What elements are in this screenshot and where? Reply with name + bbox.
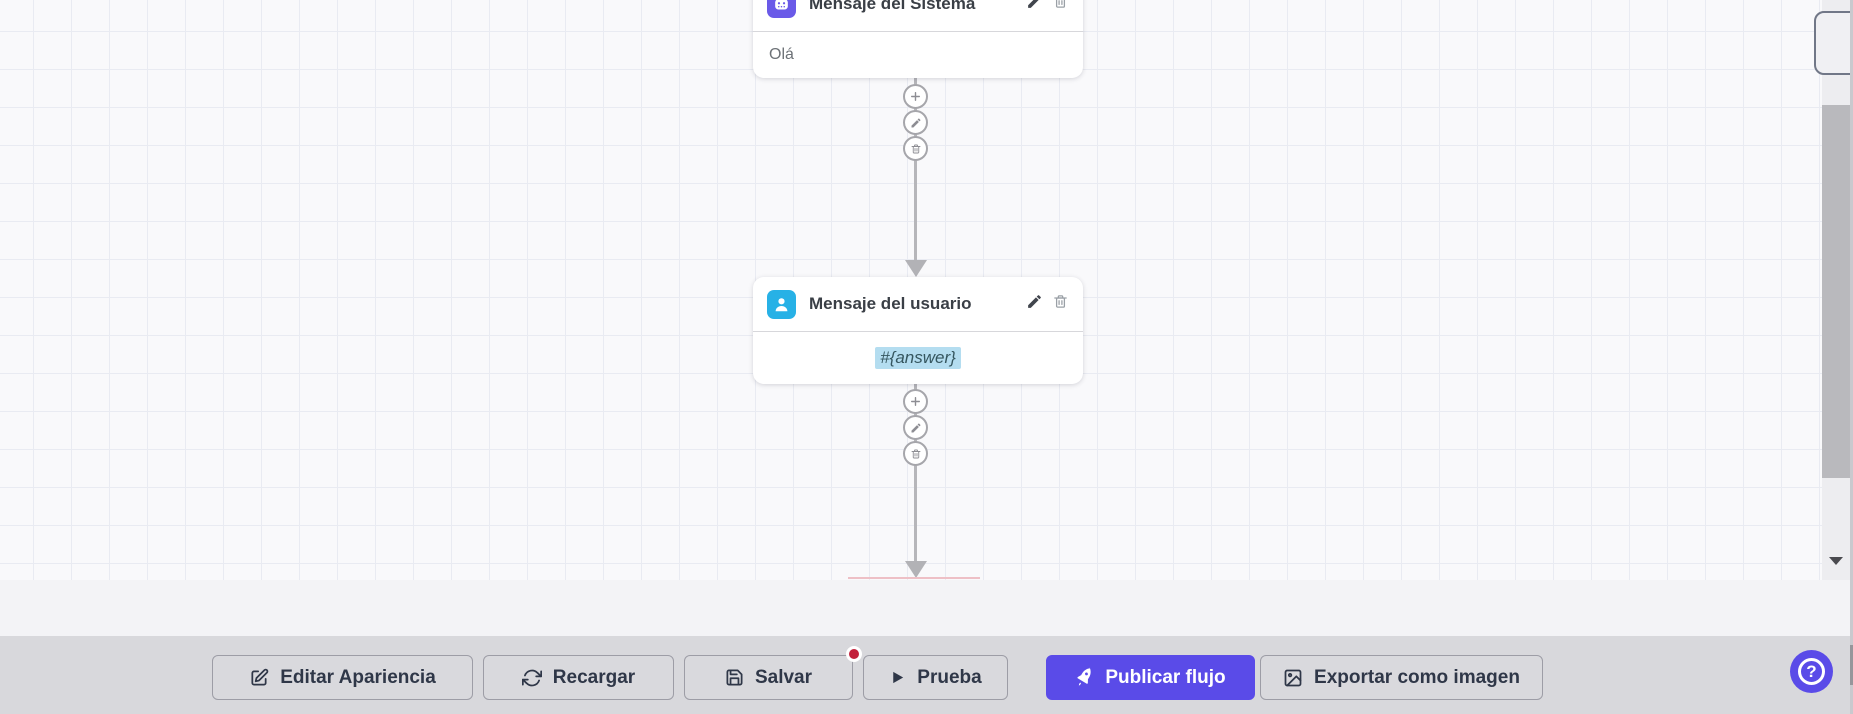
window-scrollbar-track[interactable] bbox=[1850, 0, 1853, 714]
delete-card-button[interactable] bbox=[1052, 0, 1069, 15]
window-scrollbar-thumb[interactable] bbox=[1850, 645, 1853, 685]
trash-icon bbox=[911, 144, 920, 153]
add-node-button[interactable] bbox=[903, 389, 928, 414]
refresh-icon bbox=[521, 669, 542, 686]
canvas-footer-strip bbox=[0, 580, 1853, 636]
edit-square-icon bbox=[251, 668, 269, 686]
test-button[interactable]: Prueba bbox=[863, 655, 1008, 700]
node-title: Mensaje del usuario bbox=[809, 294, 972, 313]
next-node-placeholder bbox=[848, 577, 980, 579]
button-label: Salvar bbox=[754, 666, 813, 688]
pencil-icon bbox=[911, 422, 921, 432]
edit-card-button[interactable] bbox=[1026, 0, 1043, 15]
minimap-box bbox=[1814, 11, 1853, 75]
publish-flow-button[interactable]: Publicar flujo bbox=[1046, 655, 1255, 700]
reload-button[interactable]: Recargar bbox=[483, 655, 674, 700]
rocket-icon bbox=[1077, 667, 1091, 687]
node-title: Mensaje del Sistema bbox=[809, 0, 976, 13]
trash-icon bbox=[1055, 0, 1066, 8]
pencil-icon bbox=[1028, 295, 1041, 308]
question-mark-icon: ? bbox=[1798, 658, 1825, 685]
connector-line bbox=[914, 384, 917, 562]
node-body: #{answer} bbox=[753, 332, 1083, 383]
node-header: Mensaje del Sistema bbox=[753, 0, 1083, 32]
robot-icon bbox=[767, 0, 796, 18]
button-label: Editar Apariencia bbox=[280, 666, 436, 688]
edit-node-button[interactable] bbox=[903, 415, 928, 440]
trash-icon bbox=[911, 449, 920, 458]
plus-icon bbox=[911, 92, 920, 101]
play-icon bbox=[893, 671, 904, 684]
connector-arrowhead-icon bbox=[905, 260, 927, 277]
user-icon bbox=[767, 289, 796, 319]
edit-node-button[interactable] bbox=[903, 110, 928, 135]
node-card-system-message[interactable]: Mensaje del Sistema Olá bbox=[753, 0, 1083, 78]
add-node-button[interactable] bbox=[903, 84, 928, 109]
node-card-user-message[interactable]: Mensaje del usuario #{answer} bbox=[753, 277, 1083, 384]
delete-node-button[interactable] bbox=[903, 136, 928, 161]
button-label: Publicar flujo bbox=[1105, 666, 1226, 688]
button-label: Recargar bbox=[552, 666, 636, 688]
flow-canvas[interactable]: Mensaje del Sistema Olá Mensaje del usua… bbox=[0, 0, 1822, 580]
scroll-down-arrow-icon[interactable] bbox=[1829, 557, 1843, 565]
trash-icon bbox=[1054, 295, 1067, 308]
pencil-icon bbox=[911, 117, 921, 127]
image-icon bbox=[1284, 669, 1302, 686]
export-image-button[interactable]: Exportar como imagen bbox=[1260, 655, 1543, 700]
edit-card-button[interactable] bbox=[1026, 293, 1043, 315]
unsaved-changes-badge bbox=[846, 646, 862, 662]
pencil-icon bbox=[1028, 0, 1039, 8]
bottom-toolbar: Editar Apariencia Recargar Salvar Prueba… bbox=[0, 636, 1853, 714]
connector-arrowhead-icon bbox=[905, 561, 927, 578]
plus-icon bbox=[911, 397, 920, 406]
save-button[interactable]: Salvar bbox=[684, 646, 862, 700]
node-header: Mensaje del usuario bbox=[753, 277, 1083, 332]
delete-node-button[interactable] bbox=[903, 441, 928, 466]
help-button[interactable]: ? bbox=[1790, 650, 1833, 693]
edit-appearance-button[interactable]: Editar Apariencia bbox=[212, 655, 473, 700]
connector-line bbox=[914, 78, 917, 263]
variable-chip: #{answer} bbox=[875, 346, 961, 369]
delete-card-button[interactable] bbox=[1052, 293, 1069, 315]
save-icon bbox=[726, 669, 743, 686]
canvas-scrollbar-track[interactable] bbox=[1822, 0, 1850, 580]
button-label: Exportar como imagen bbox=[1314, 666, 1520, 688]
node-body-text: Olá bbox=[769, 46, 794, 63]
button-label: Prueba bbox=[917, 666, 982, 688]
canvas-scrollbar-thumb[interactable] bbox=[1822, 105, 1850, 478]
